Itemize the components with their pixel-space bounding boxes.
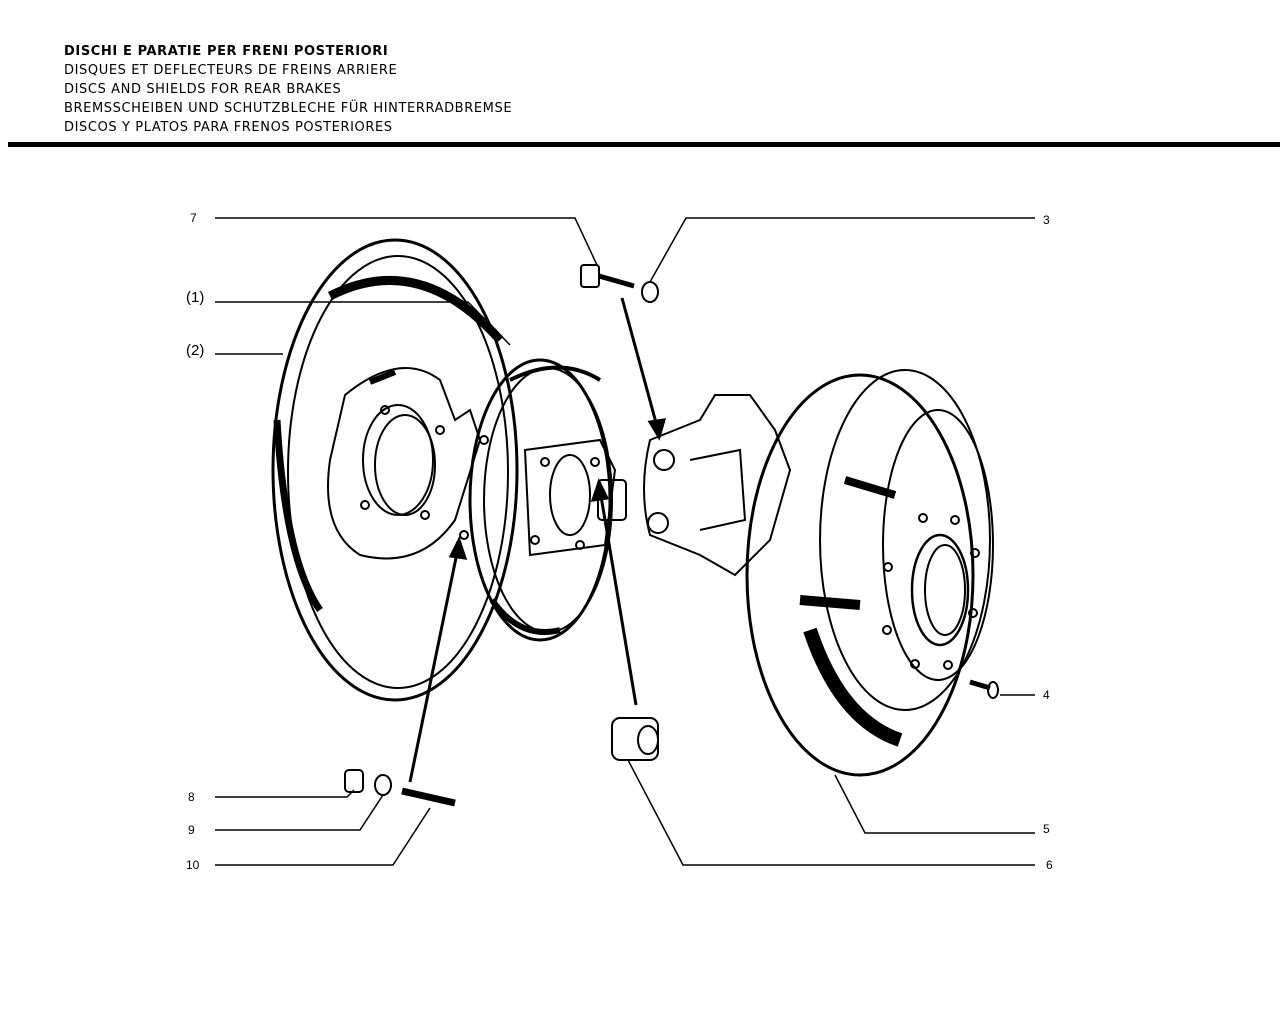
- callout-3: 3: [1043, 213, 1050, 227]
- callout-1: (1): [186, 289, 204, 306]
- page-header: DISCHI E PARATIE PER FRENI POSTERIORI DI…: [64, 42, 964, 137]
- brake-shield: [271, 238, 519, 702]
- washer-part-9: [374, 774, 392, 796]
- callout-10: 10: [186, 858, 200, 872]
- callout-9: 9: [188, 823, 195, 837]
- washer-part-3: [641, 281, 659, 303]
- callout-4: 4: [1043, 688, 1050, 702]
- callout-8: 8: [188, 790, 195, 804]
- bushing-part-6: [611, 717, 659, 761]
- callout-5: 5: [1043, 822, 1050, 836]
- title-german: BREMSSCHEIBEN UND SCHUTZBLECHE FÜR HINTE…: [64, 101, 513, 116]
- title-spanish: DISCOS Y PLATOS PARA FRENOS POSTERIORES: [64, 120, 393, 135]
- backing-plate: [459, 358, 627, 642]
- callout-2: (2): [186, 342, 204, 359]
- nut-part-8: [344, 769, 364, 793]
- callout-6: 6: [1046, 858, 1053, 872]
- title-italian: DISCHI E PARATIE PER FRENI POSTERIORI: [64, 44, 389, 59]
- header-divider: [8, 142, 1280, 147]
- hub-carrier: [643, 394, 792, 577]
- leader-lines: [215, 217, 1035, 866]
- brake-disc: [745, 369, 994, 777]
- callout-7: 7: [190, 211, 197, 225]
- bolt-part-7: [580, 264, 635, 289]
- title-french: DISQUES ET DEFLECTEURS DE FREINS ARRIERE: [64, 63, 398, 78]
- screw-part-4: [969, 679, 999, 699]
- assembly-arrows: [408, 297, 667, 783]
- stud-part-10: [401, 787, 456, 807]
- title-english: DISCS AND SHIELDS FOR REAR BRAKES: [64, 82, 342, 97]
